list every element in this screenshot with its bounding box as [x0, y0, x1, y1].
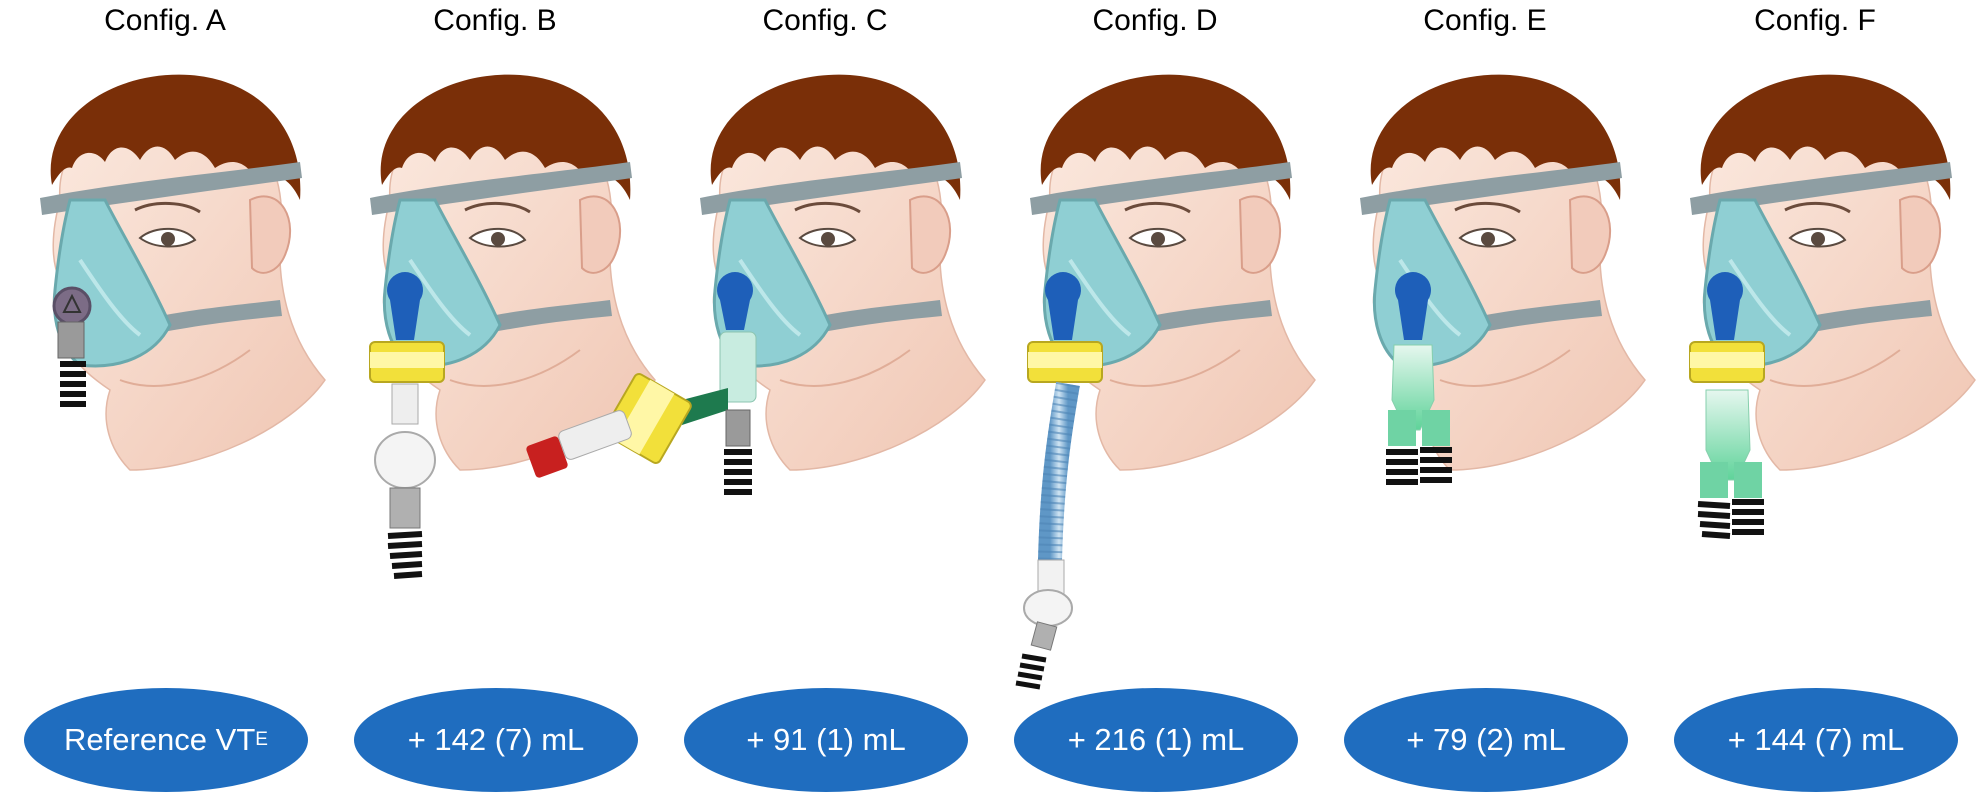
label-subscript: E	[255, 729, 268, 751]
head-illustration	[0, 0, 330, 700]
dead-space-label: + 216 (1) mL	[1014, 688, 1298, 792]
label-main: + 142 (7) mL	[408, 722, 585, 758]
dead-space-label: + 91 (1) mL	[684, 688, 968, 792]
label-main: + 91 (1) mL	[746, 722, 905, 758]
dead-space-label: + 144 (7) mL	[1674, 688, 1958, 792]
dead-space-label: + 142 (7) mL	[354, 688, 638, 792]
label-main: + 216 (1) mL	[1068, 722, 1245, 758]
head-illustration	[1320, 0, 1650, 700]
head-illustration	[990, 0, 1320, 700]
config-panel-f: Config. F + 144 (7) mL	[1650, 0, 1980, 796]
label-main: + 79 (2) mL	[1406, 722, 1565, 758]
config-panel-d: Config. D + 216 (1) mL	[990, 0, 1320, 796]
label-main: Reference VT	[64, 722, 255, 758]
label-main: + 144 (7) mL	[1728, 722, 1905, 758]
config-panel-e: Config. E + 79 (2) mL	[1320, 0, 1650, 796]
circuit-c-icon	[520, 0, 820, 520]
head-illustration	[1650, 0, 1980, 700]
dead-space-label: + 79 (2) mL	[1344, 688, 1628, 792]
